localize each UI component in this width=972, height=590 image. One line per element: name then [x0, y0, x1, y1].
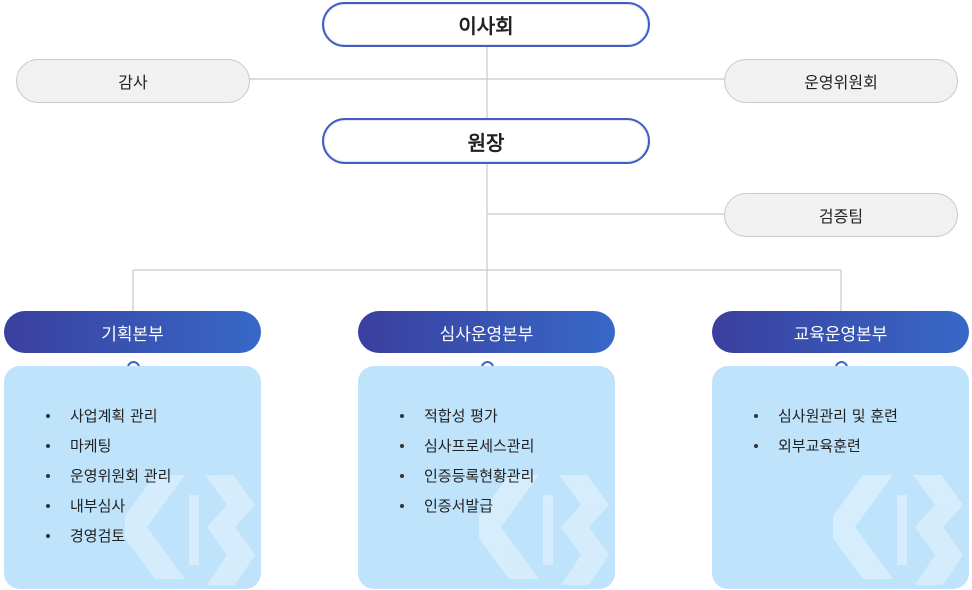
division-audit-ops-header: 심사운영본부 [358, 311, 615, 353]
bullet-icon [400, 414, 404, 418]
bullet-icon [46, 504, 50, 508]
bullet-icon [400, 474, 404, 478]
division-planning-header: 기획본부 [4, 311, 261, 353]
board-label: 이사회 [458, 14, 514, 38]
logo-watermark-icon [125, 475, 255, 585]
list-item: 외부교육훈련 [754, 431, 898, 461]
list-item: 인증서발급 [400, 491, 534, 521]
division-planning-list: 사업계획 관리 마케팅 운영위원회 관리 내부심사 경영검토 [46, 401, 171, 551]
bullet-icon [754, 444, 758, 448]
list-item-text: 적합성 평가 [424, 407, 498, 425]
list-item: 심사원관리 및 훈련 [754, 401, 898, 431]
committee-node: 운영위원회 [724, 59, 958, 103]
logo-watermark-icon [833, 475, 963, 585]
list-item-text: 사업계획 관리 [70, 407, 158, 425]
bullet-icon [754, 414, 758, 418]
committee-label: 운영위원회 [804, 73, 878, 92]
bullet-icon [46, 474, 50, 478]
list-item: 심사프로세스관리 [400, 431, 534, 461]
division-training-list: 심사원관리 및 훈련 외부교육훈련 [754, 401, 898, 461]
bullet-icon [46, 534, 50, 538]
list-item: 인증등록현황관리 [400, 461, 534, 491]
logo-watermark-icon [479, 475, 609, 585]
verification-team-node: 검증팀 [724, 193, 958, 237]
division-training-title: 교육운영본부 [793, 324, 888, 345]
list-item-text: 경영검토 [70, 527, 126, 545]
list-item: 적합성 평가 [400, 401, 534, 431]
list-item-text: 인증등록현황관리 [424, 467, 535, 485]
list-item-text: 내부심사 [70, 497, 126, 515]
list-item: 운영위원회 관리 [46, 461, 171, 491]
bullet-icon [46, 444, 50, 448]
list-item: 경영검토 [46, 521, 171, 551]
audit-node: 감사 [16, 59, 250, 103]
bullet-icon [400, 504, 404, 508]
division-training-header: 교육운영본부 [712, 311, 969, 353]
list-item: 사업계획 관리 [46, 401, 171, 431]
audit-label: 감사 [118, 73, 148, 92]
division-audit-ops-box: 적합성 평가 심사프로세스관리 인증등록현황관리 인증서발급 [358, 366, 615, 589]
list-item: 내부심사 [46, 491, 171, 521]
verification-team-label: 검증팀 [818, 207, 864, 226]
bullet-icon [46, 414, 50, 418]
division-planning-box: 사업계획 관리 마케팅 운영위원회 관리 내부심사 경영검토 [4, 366, 261, 589]
bullet-icon [400, 444, 404, 448]
list-item: 마케팅 [46, 431, 171, 461]
list-item-text: 마케팅 [70, 437, 112, 455]
list-item-text: 인증서발급 [424, 497, 494, 515]
division-audit-ops-list: 적합성 평가 심사프로세스관리 인증등록현황관리 인증서발급 [400, 401, 534, 521]
director-node: 원장 [322, 118, 650, 164]
list-item-text: 심사프로세스관리 [424, 437, 535, 455]
director-label: 원장 [467, 130, 505, 155]
list-item-text: 심사원관리 및 훈련 [778, 407, 898, 425]
division-audit-ops-title: 심사운영본부 [439, 324, 534, 345]
list-item-text: 운영위원회 관리 [70, 467, 172, 485]
board-node: 이사회 [322, 2, 650, 47]
division-planning-title: 기획본부 [101, 324, 164, 345]
division-training-box: 심사원관리 및 훈련 외부교육훈련 [712, 366, 969, 589]
list-item-text: 외부교육훈련 [778, 437, 861, 455]
